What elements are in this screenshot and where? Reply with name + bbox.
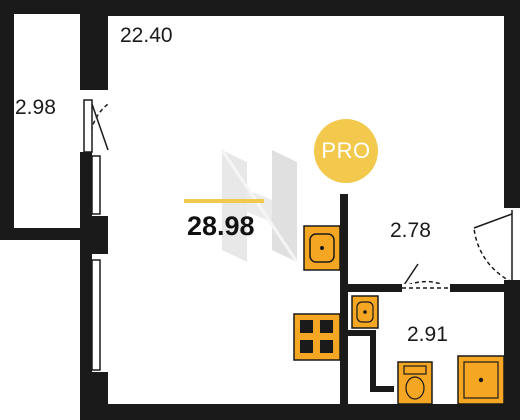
room-area-balcony: 2.98 xyxy=(15,96,56,119)
total-area: 28.98 xyxy=(187,211,255,241)
bathroom-sink-icon xyxy=(351,295,379,329)
shower-tray-icon xyxy=(457,355,505,405)
outer-walls xyxy=(80,0,520,420)
pro-badge[interactable]: PRO xyxy=(314,119,378,183)
room-area-main: 22.40 xyxy=(120,24,173,47)
watermark-logo xyxy=(220,149,299,263)
entrance-door[interactable] xyxy=(473,208,520,283)
balcony-door[interactable] xyxy=(83,99,109,153)
bathroom-door[interactable] xyxy=(401,263,451,292)
window-left xyxy=(83,155,101,371)
cooktop-icon xyxy=(293,313,341,361)
room-area-bathroom: 2.91 xyxy=(407,323,448,346)
toilet-icon xyxy=(397,361,433,405)
kitchen-sink-icon xyxy=(303,225,341,271)
balcony-outline xyxy=(0,0,80,240)
room-area-hall: 2.78 xyxy=(390,219,431,242)
